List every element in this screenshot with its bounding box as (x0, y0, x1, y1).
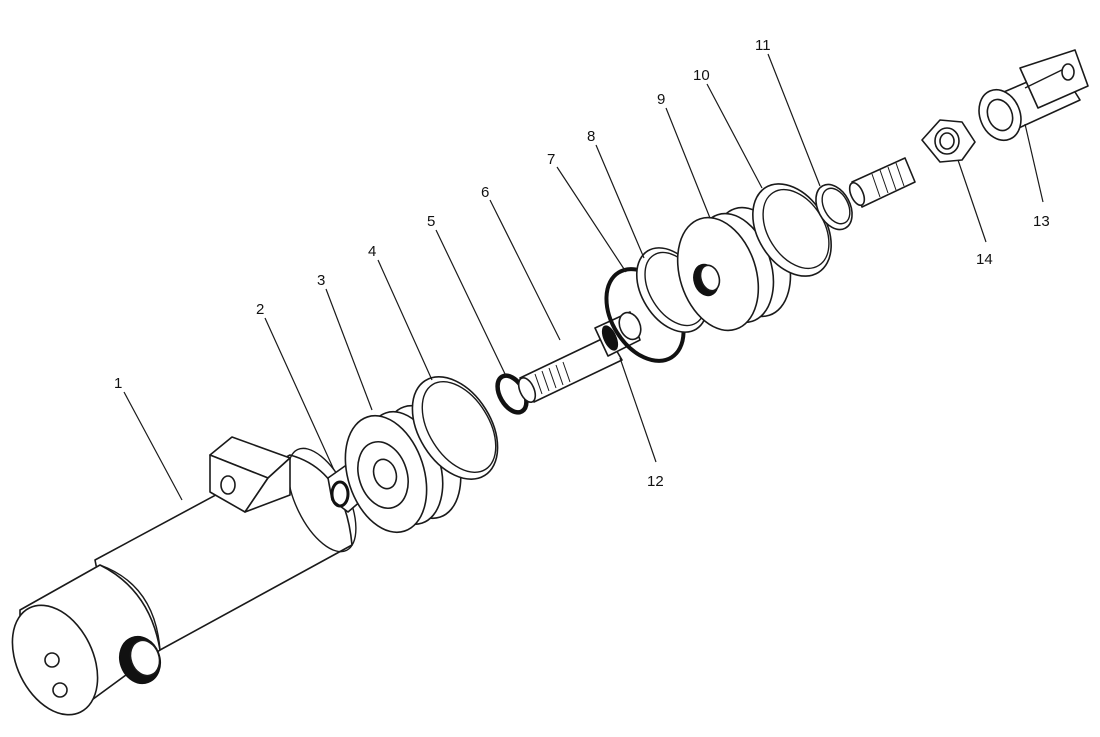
callout-8: 8 (587, 128, 595, 145)
leader-8 (595, 144, 645, 259)
callout-7: 7 (547, 151, 555, 168)
leader-4 (377, 259, 433, 381)
callout-13: 13 (1033, 213, 1050, 230)
callout-9: 9 (657, 91, 665, 108)
callout-11: 11 (755, 37, 771, 54)
callout-10: 10 (693, 67, 710, 84)
callout-6: 6 (481, 184, 489, 201)
threaded-stud (848, 157, 916, 208)
leader-3 (325, 288, 373, 411)
part-14-hex-nut (921, 119, 976, 163)
callout-4: 4 (368, 243, 376, 260)
callout-5: 5 (427, 213, 435, 230)
leader-14 (957, 159, 987, 243)
callout-labels: 1 2 3 4 5 6 7 8 9 10 11 12 13 14 (114, 37, 1050, 490)
leader-9 (665, 107, 711, 219)
leader-11 (767, 53, 821, 187)
callout-1: 1 (114, 375, 122, 392)
leader-13 (1024, 123, 1044, 203)
leader-10 (706, 83, 763, 189)
leader-6 (489, 199, 561, 341)
callout-14: 14 (976, 251, 993, 268)
leader-lines (123, 53, 1044, 501)
leader-12 (619, 357, 657, 463)
part-9-piston (676, 206, 792, 332)
leader-5 (435, 229, 507, 377)
part-6-piston-rod (517, 311, 642, 404)
callout-2: 2 (256, 301, 264, 318)
leader-1 (123, 391, 183, 501)
callout-12: 12 (647, 473, 664, 490)
leader-7 (556, 166, 627, 273)
part-1-cylinder-body (11, 436, 357, 716)
callout-3: 3 (317, 272, 325, 289)
part-11-small-ring (815, 183, 853, 231)
leader-2 (264, 317, 335, 471)
part-13-clevis (978, 49, 1089, 142)
part-4-backup-ring (411, 376, 499, 480)
